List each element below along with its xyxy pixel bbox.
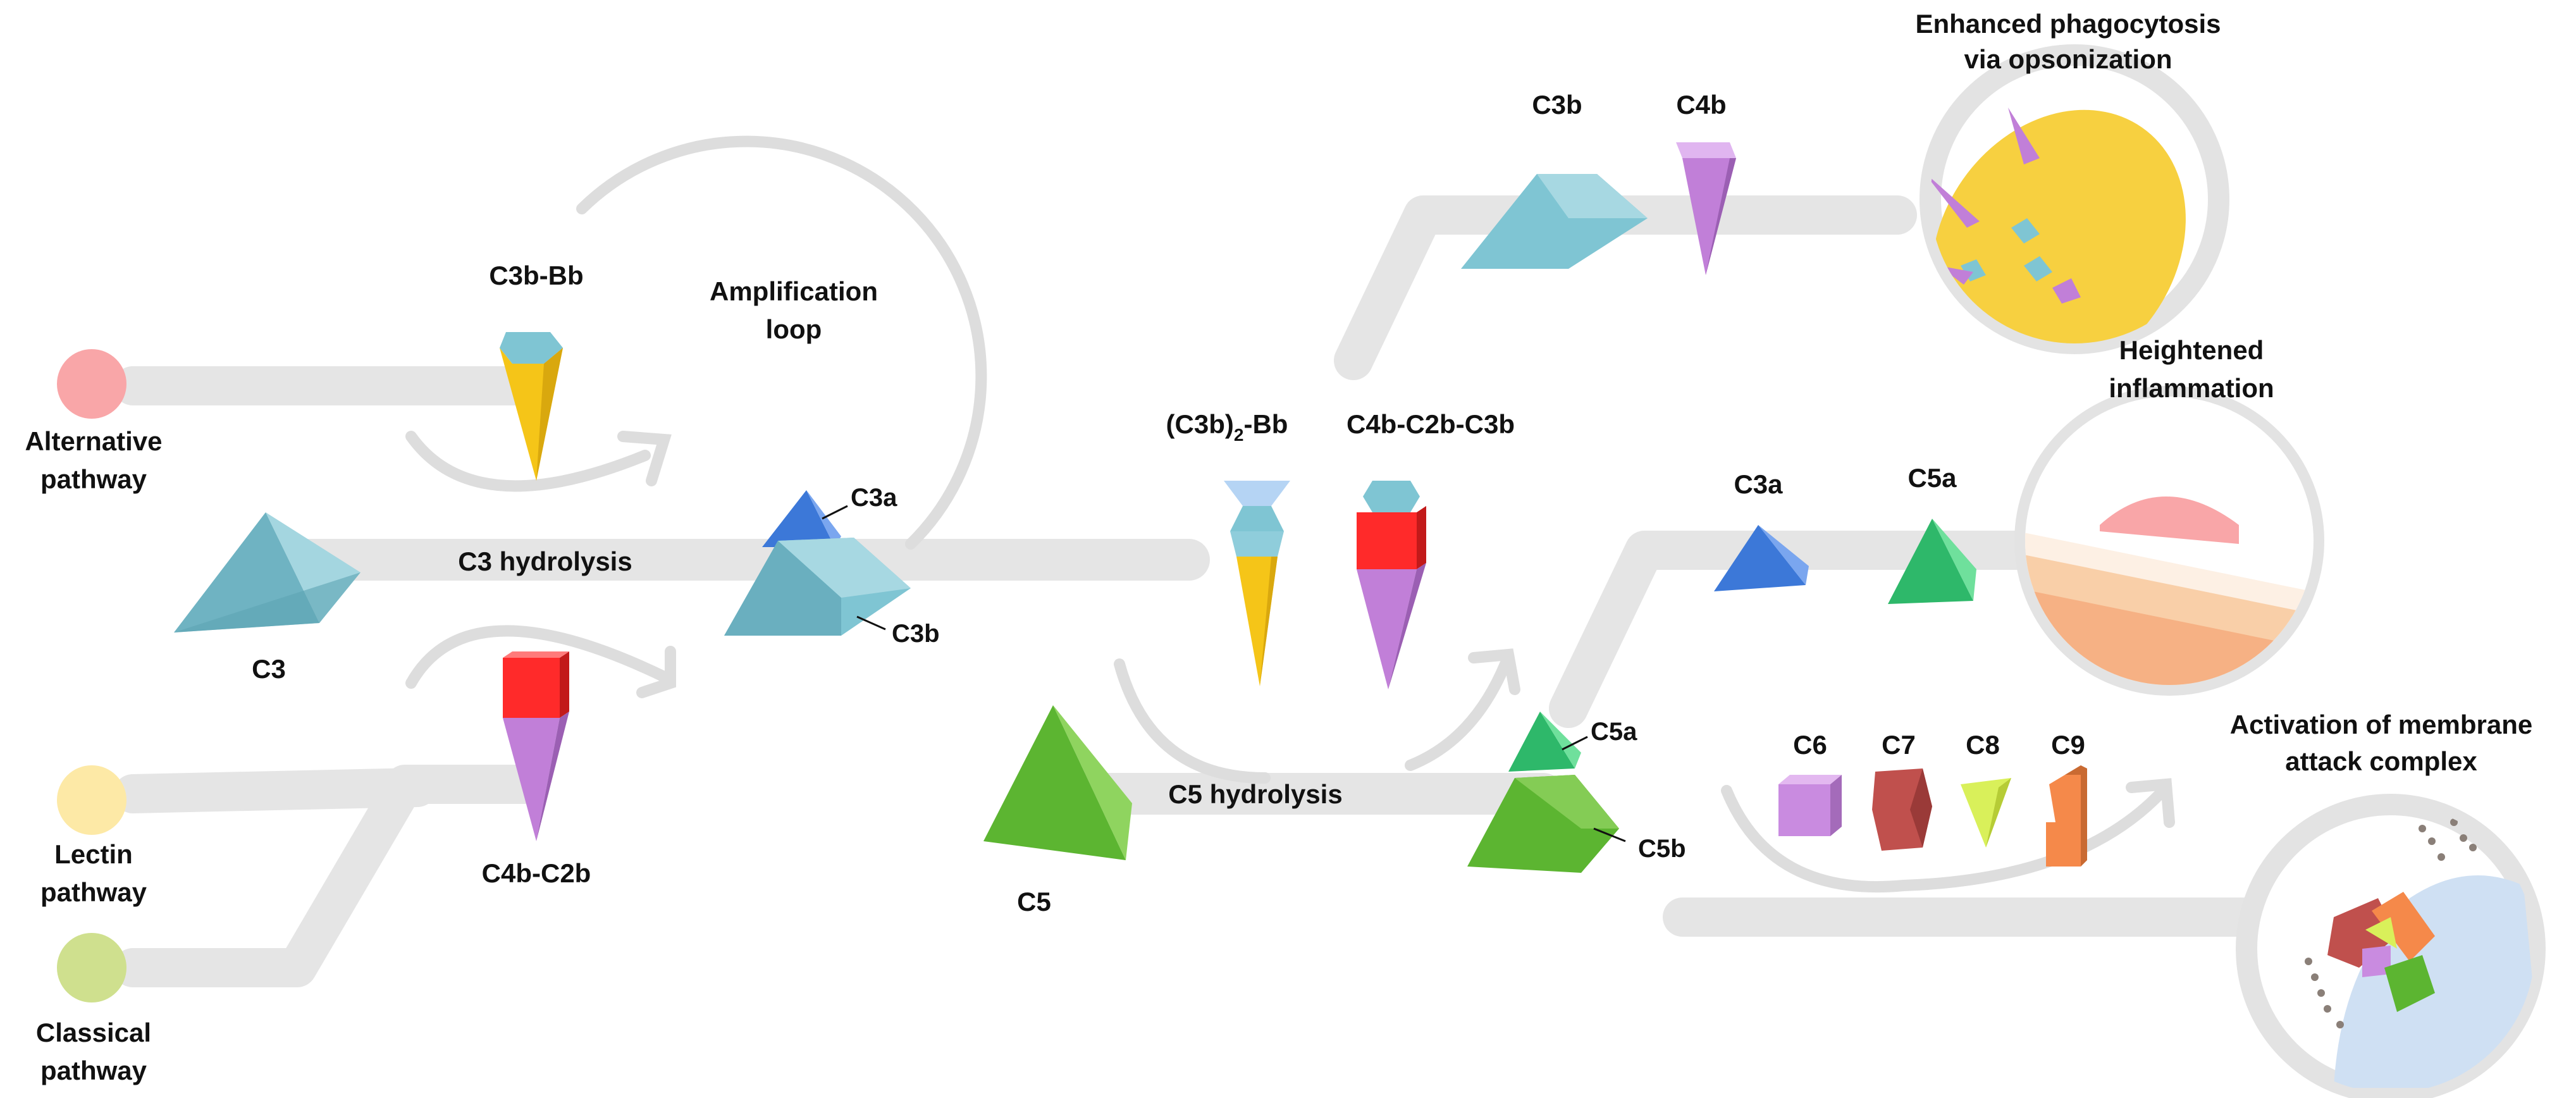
alternative-pathway-label-1: Alternative <box>25 426 162 456</box>
pathway-bands <box>113 195 2296 987</box>
c3-label: C3 <box>252 654 286 684</box>
c3b-molecule <box>724 538 911 636</box>
c5b-label: C5b <box>1638 835 1686 863</box>
c8-label: C8 <box>1966 730 2000 760</box>
c3b2-bb-molecule <box>1224 481 1290 686</box>
lectin-pathway-label-1: Lectin <box>54 839 133 869</box>
c5a-leader-line <box>1562 736 1588 751</box>
c5-hydrolysis-left-arc <box>1114 658 1271 784</box>
classical-pathway-label-2: pathway <box>40 1056 147 1085</box>
inflammation-band <box>1549 531 2075 728</box>
lectin-band <box>113 768 437 813</box>
inflammation-label-1: Heightened <box>2119 335 2264 365</box>
c5b-leader-line <box>1593 827 1626 842</box>
c5-hydrolysis-right-arc <box>1405 658 1511 771</box>
lectin-pathway-label-2: pathway <box>40 877 147 907</box>
c3b2-bb-label: (C3b)2-Bb <box>1166 409 1288 445</box>
c5a-molecule <box>1508 712 1581 772</box>
c3b2-bb-subscript: 2 <box>1234 425 1244 445</box>
classical-pathway-dot <box>57 933 126 1002</box>
alternative-pathway-label-2: pathway <box>40 464 147 494</box>
mac-label-2: attack complex <box>2285 746 2477 776</box>
c6-label: C6 <box>1793 730 1827 760</box>
mac-lower-arc <box>1721 785 2169 893</box>
top-c3b-label: C3b <box>1532 90 1582 120</box>
top-c3b-molecule <box>1461 174 1648 269</box>
c5a-label: C5a <box>1591 718 1637 746</box>
mac-label-1: Activation of membrane <box>2230 710 2532 739</box>
lectin-pathway-dot <box>57 765 126 835</box>
mac-lens <box>2236 794 2546 1098</box>
c3-hydrolysis-upper-arc <box>405 431 651 492</box>
c5-arrowhead <box>1468 648 1520 695</box>
c5-molecule <box>983 705 1132 860</box>
classical-band <box>113 765 545 987</box>
mid-c5a-label: C5a <box>1907 463 1957 493</box>
c3a-molecule <box>762 490 841 547</box>
classical-pathway-label-1: Classical <box>36 1018 151 1047</box>
c3b-bb-molecule <box>500 332 563 481</box>
mid-c3a-molecule <box>1714 525 1809 591</box>
labels: Alternative pathway Lectin pathway Class… <box>25 9 2532 1085</box>
c7-molecule <box>1872 768 1932 851</box>
c9-label: C9 <box>2051 730 2085 760</box>
phagocytosis-lens <box>1920 44 2229 354</box>
alternative-pathway-dot <box>57 349 126 419</box>
inflammation-lens <box>2014 386 2324 696</box>
mid-c3a-label: C3a <box>1734 469 1783 499</box>
c3a-leader-line <box>822 505 848 520</box>
c3-hydrolysis-label: C3 hydrolysis <box>458 546 632 576</box>
top-c4b-molecule <box>1676 142 1736 275</box>
phagocytosis-label-2: via opsonization <box>1964 44 2172 74</box>
c3-hydrolysis-lower-arc <box>405 625 670 689</box>
c8-molecule <box>1961 778 2011 848</box>
mac-arrowhead <box>2126 778 2175 828</box>
c4b-c2b-c3b-label: C4b-C2b-C3b <box>1347 409 1515 439</box>
c5-hydrolysis-label: C5 hydrolysis <box>1168 779 1342 809</box>
c3b2-bb-suffix: -Bb <box>1243 409 1288 439</box>
c4b-c2b-c3b-molecule <box>1357 481 1426 689</box>
mid-c5a-molecule <box>1888 519 1976 604</box>
c3b2-bb-prefix: (C3b) <box>1166 409 1234 439</box>
amplification-loop-label-1: Amplification <box>710 276 878 306</box>
c3-upper-arrowhead <box>617 431 672 486</box>
c5b-molecule <box>1467 775 1619 873</box>
c3b-leader-line <box>856 615 886 631</box>
inflammation-label-2: inflammation <box>2109 373 2274 403</box>
c3a-label: C3a <box>851 484 897 512</box>
c4b-c2b-label: C4b-C2b <box>482 858 591 888</box>
opsonization-band <box>1334 195 1917 380</box>
c5-label: C5 <box>1017 887 1051 916</box>
c3b-bb-label: C3b-Bb <box>489 261 583 290</box>
amplification-loop-label-2: loop <box>766 314 822 344</box>
top-c4b-label: C4b <box>1676 90 1726 120</box>
c7-label: C7 <box>1882 730 1916 760</box>
c4b-c2b-molecule <box>503 651 569 841</box>
c9-molecule <box>2046 765 2087 867</box>
c6-molecule <box>1778 775 1842 836</box>
c3b-label: C3b <box>892 620 940 648</box>
reaction-arrows <box>405 135 2175 893</box>
amplification-loop-arc <box>576 135 987 550</box>
c3-lower-arrowhead <box>636 646 676 698</box>
c3-molecule <box>174 512 361 632</box>
phagocytosis-label-1: Enhanced phagocytosis <box>1915 9 2221 39</box>
